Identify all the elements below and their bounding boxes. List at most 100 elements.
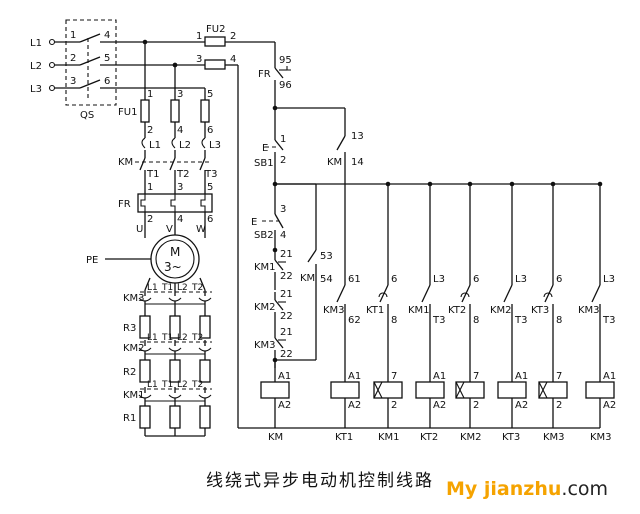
coil-row: A1A2KT172KM1A1A2KT272KM2A1A2KT372KM3A1A2… xyxy=(238,371,616,443)
branch-top-pin-0: 61 xyxy=(348,274,361,285)
coil-km-pin-bottom: A2 xyxy=(278,400,291,411)
coil-pin-bottom-0: A2 xyxy=(348,400,361,411)
coil-pin-bottom-4: A2 xyxy=(515,400,528,411)
svg-text:3: 3 xyxy=(70,76,76,87)
diagram-title: 线绕式异步电动机控制线路 xyxy=(206,471,434,491)
branch-bottom-pin-3: 8 xyxy=(473,315,479,326)
svg-text:1: 1 xyxy=(70,30,76,41)
rotor-terminal-1-0: L1 xyxy=(147,333,158,343)
km-main-label: KM xyxy=(118,157,133,168)
branch-bottom-pin-0: 62 xyxy=(348,315,361,326)
sb1-label: SB1 xyxy=(254,158,274,169)
coil-pin-top-4: A1 xyxy=(515,371,528,382)
coil-timer-mark-b-1 xyxy=(373,381,383,399)
line-label-l1: L1 xyxy=(30,38,42,49)
branch-top-pin-3: 6 xyxy=(473,274,479,285)
rotor-terminal-0-0: L1 xyxy=(147,283,158,293)
branch-contact-label-5: KT3 xyxy=(531,305,549,316)
qs-switch-enclosure xyxy=(65,19,117,106)
coil-label-1: KM1 xyxy=(378,432,400,443)
coil-pin-bottom-6: A2 xyxy=(603,400,616,411)
coil-label-3: KM2 xyxy=(460,432,482,443)
resistor-label-1: R2 xyxy=(123,367,136,378)
branch-contact-2-icon xyxy=(421,284,431,303)
svg-text:13: 13 xyxy=(351,131,364,142)
interlock-contact-0-icon xyxy=(274,259,284,271)
rotor-terminal-1-2: L2 xyxy=(177,333,188,343)
terminal-v-label: V xyxy=(166,224,173,235)
branch-bottom-pin-6: T3 xyxy=(602,315,615,326)
km-parallel-contact-icon xyxy=(307,249,317,263)
svg-text:2: 2 xyxy=(147,214,153,225)
svg-text:2: 2 xyxy=(70,53,76,64)
qs-blade-1-icon xyxy=(79,33,101,43)
rotor-contact-0-2-icon xyxy=(198,297,212,302)
svg-text:E: E xyxy=(251,217,257,228)
svg-text:4: 4 xyxy=(230,54,236,65)
branch-contact-label-1: KT1 xyxy=(366,305,384,316)
interlock-contact-2-icon xyxy=(274,337,284,349)
coil-label-6: KM3 xyxy=(590,432,612,443)
rotor-km-label-0: KM3 xyxy=(123,293,145,304)
branch-node-2 xyxy=(427,181,433,187)
resistor-1-0-icon xyxy=(139,359,151,383)
rotor-terminal-1-3: T2 xyxy=(191,333,203,343)
resistor-2-1-icon xyxy=(169,405,181,429)
watermark-domain: .com xyxy=(561,478,609,500)
qs-label: QS xyxy=(80,110,94,121)
branch-contact-6-icon xyxy=(591,284,601,303)
svg-text:5: 5 xyxy=(207,89,213,100)
coil-label-2: KT2 xyxy=(420,432,438,443)
qs-blade-2-icon xyxy=(79,56,101,66)
svg-text:2: 2 xyxy=(280,155,286,166)
fu2-fuse-a-icon xyxy=(204,36,226,47)
svg-text:L2: L2 xyxy=(179,140,191,151)
coil-pin-bottom-3: 2 xyxy=(473,400,479,411)
branch-top-pin-2: L3 xyxy=(433,274,445,285)
interlock-pin-a-0: 21 xyxy=(280,249,293,260)
branch-contact-0-icon xyxy=(336,284,346,303)
coil-km-label: KM xyxy=(268,432,283,443)
rotor-terminal-0-1: T1 xyxy=(161,283,173,293)
interlock-pin-b-2: 22 xyxy=(280,349,293,360)
branch-top-pin-6: L3 xyxy=(603,274,615,285)
resistor-1-1-icon xyxy=(169,359,181,383)
svg-text:6: 6 xyxy=(104,76,110,87)
coil-pin-top-3: 7 xyxy=(473,371,479,382)
coil-label-5: KM3 xyxy=(543,432,565,443)
coil-2-icon xyxy=(415,381,445,399)
km-main-contact-2-icon xyxy=(169,157,176,171)
rotor-contact-1-1-icon xyxy=(168,347,182,352)
rotor-terminal-2-0: L1 xyxy=(147,380,158,390)
svg-text:4: 4 xyxy=(177,125,183,136)
rotor-contact-2-1-icon xyxy=(168,394,182,399)
interlock-label-0: KM1 xyxy=(254,262,276,273)
fu2-label: FU2 xyxy=(206,24,225,35)
branch-bottom-pin-1: 8 xyxy=(391,315,397,326)
svg-text:3: 3 xyxy=(280,204,286,215)
svg-text:4: 4 xyxy=(280,230,286,241)
coil-4-icon xyxy=(497,381,527,399)
svg-text:3: 3 xyxy=(196,54,202,65)
svg-text:5: 5 xyxy=(207,182,213,193)
fu1-fuse-2-icon xyxy=(170,99,180,123)
pe-label: PE xyxy=(86,255,98,266)
watermark-text: My jianzhu.com xyxy=(446,478,608,500)
svg-text:54: 54 xyxy=(320,274,333,285)
svg-text:3: 3 xyxy=(177,89,183,100)
resistor-1-2-icon xyxy=(199,359,211,383)
interlock-contact-1-icon xyxy=(274,299,284,311)
coil-label-0: KT1 xyxy=(335,432,353,443)
svg-text:L3: L3 xyxy=(209,140,221,151)
branch-node-6 xyxy=(597,181,603,187)
coil-0-icon xyxy=(330,381,360,399)
sb1-stop-button-icon xyxy=(274,139,284,151)
coil-pin-bottom-5: 2 xyxy=(556,400,562,411)
coil-timer-mark-b-5 xyxy=(538,381,548,399)
svg-text:6: 6 xyxy=(207,125,213,136)
fu1-fuse-3-icon xyxy=(200,99,210,123)
resistor-label-0: R3 xyxy=(123,323,136,334)
